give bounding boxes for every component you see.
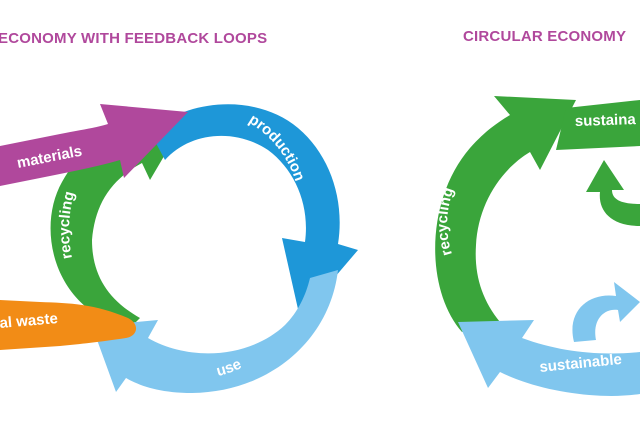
circular-recycling-label: recycling: [434, 185, 457, 258]
production-arrow: [150, 104, 358, 318]
circular-use-arrow: [458, 320, 640, 396]
small-blue-loop-arrow: [572, 282, 640, 342]
raw-materials-arrow: [0, 104, 188, 186]
sustainable-production-band: [556, 100, 640, 150]
right-cycle-diagram: recycling sustaina sustainable: [434, 96, 640, 396]
left-cycle-diagram: materials production recycling al waste …: [0, 104, 358, 393]
residual-waste-label: al waste: [0, 310, 59, 332]
small-green-loop-arrow: [586, 160, 640, 226]
use-arrow: [92, 270, 338, 393]
recycling-label: recycling: [56, 190, 78, 261]
sustainable-top-label: sustaina: [575, 111, 637, 130]
linear-economy-heading: ECONOMY WITH FEEDBACK LOOPS: [0, 30, 268, 47]
circular-economy-heading: CIRCULAR ECONOMY: [463, 28, 627, 45]
residual-waste-arrow: [0, 300, 137, 350]
circular-recycling-arrow: [435, 96, 576, 332]
